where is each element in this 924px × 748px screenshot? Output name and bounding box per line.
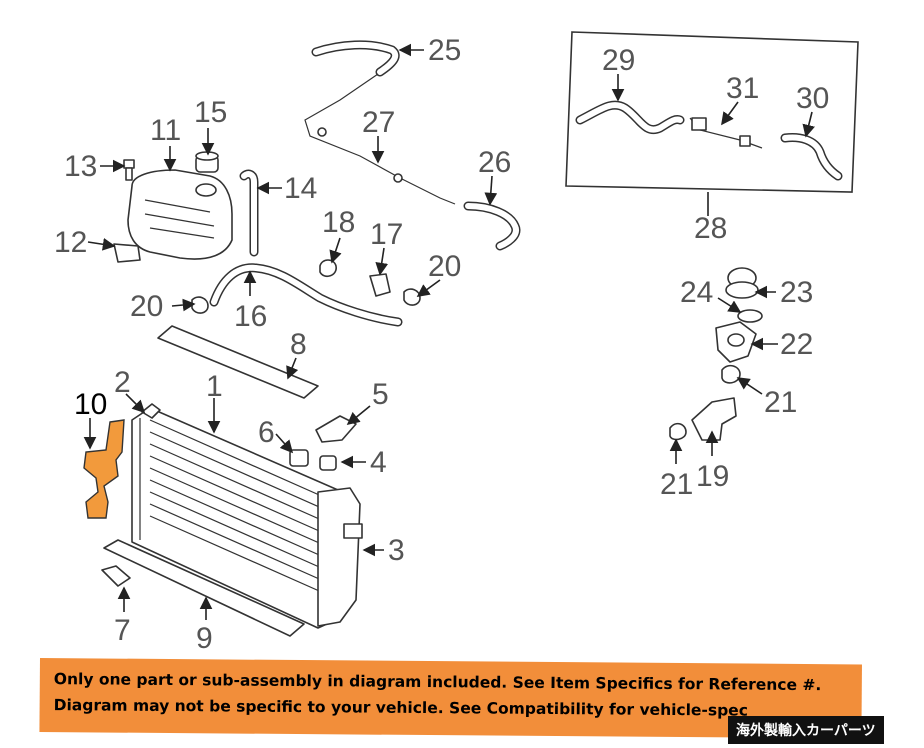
clamp-17	[369, 273, 391, 297]
bracket-12	[113, 243, 141, 263]
callout-19: 19	[696, 460, 729, 493]
callout-11: 11	[150, 114, 181, 147]
clamp-18	[319, 259, 337, 278]
pipe-31	[689, 117, 763, 149]
inset-box-28	[565, 31, 859, 193]
bracket-2	[141, 403, 161, 419]
bolt-13	[123, 159, 135, 181]
callout-20-left: 20	[130, 290, 163, 323]
hose-27	[304, 73, 456, 205]
callout-24: 24	[680, 276, 713, 309]
callout-21-lower: 21	[660, 468, 693, 501]
bracket-10-highlighted	[83, 419, 125, 519]
callout-31: 31	[726, 72, 759, 105]
callout-4: 4	[370, 446, 387, 479]
seal-8	[157, 325, 319, 399]
callout-27: 27	[362, 106, 395, 139]
mount-6	[289, 449, 309, 467]
hose-16	[209, 263, 403, 327]
clamp-20-right	[403, 288, 421, 306]
bracket-5	[315, 415, 357, 443]
radiator-1	[131, 407, 341, 629]
hose-30	[780, 133, 843, 181]
seal-24	[737, 309, 763, 323]
callout-8: 8	[290, 328, 307, 361]
callout-9: 9	[196, 622, 213, 655]
callout-13: 13	[64, 150, 97, 183]
callout-23: 23	[780, 276, 813, 309]
callout-numbers: 1 2 3 4 5 6 7 8 9 10 11 12 13 14 15 16 1…	[54, 34, 829, 655]
clamp-21-upper	[721, 364, 741, 384]
callout-14: 14	[284, 172, 317, 205]
hose-26	[463, 201, 521, 251]
callout-10: 10	[74, 388, 107, 421]
lower-seal-9	[103, 539, 305, 637]
seller-badge: 海外製輸入カーパーツ	[728, 716, 884, 744]
callout-7: 7	[114, 614, 131, 647]
callout-29: 29	[602, 44, 635, 77]
callout-25: 25	[428, 34, 461, 67]
callout-22: 22	[780, 328, 813, 361]
callout-15: 15	[194, 96, 227, 129]
callout-12: 12	[54, 226, 87, 259]
callout-20-right: 20	[428, 250, 461, 283]
hose-14	[239, 169, 259, 257]
coolant-reservoir-11	[127, 169, 233, 260]
callout-17: 17	[370, 218, 403, 251]
callout-18: 18	[322, 206, 355, 239]
hose-25	[311, 40, 400, 77]
clamp-21-lower	[669, 422, 687, 441]
leader-lines	[83, 43, 815, 620]
callout-3: 3	[388, 534, 405, 567]
callout-28: 28	[694, 212, 727, 245]
outlet-19	[691, 397, 737, 441]
housing-22	[715, 321, 757, 363]
callout-2: 2	[114, 366, 131, 399]
clamp-20-left	[191, 296, 209, 314]
callout-21-right: 21	[764, 386, 797, 419]
bracket-7	[101, 565, 131, 587]
cap-23	[725, 267, 759, 299]
callout-26: 26	[478, 146, 511, 179]
cap-15	[195, 151, 219, 173]
callout-1: 1	[206, 370, 223, 403]
callout-16: 16	[234, 300, 267, 333]
hose-29	[575, 100, 685, 135]
side-tank-3	[317, 487, 363, 627]
callout-30: 30	[796, 82, 829, 115]
mount-4	[319, 455, 337, 471]
callout-6: 6	[258, 416, 275, 449]
callout-5: 5	[372, 378, 389, 411]
